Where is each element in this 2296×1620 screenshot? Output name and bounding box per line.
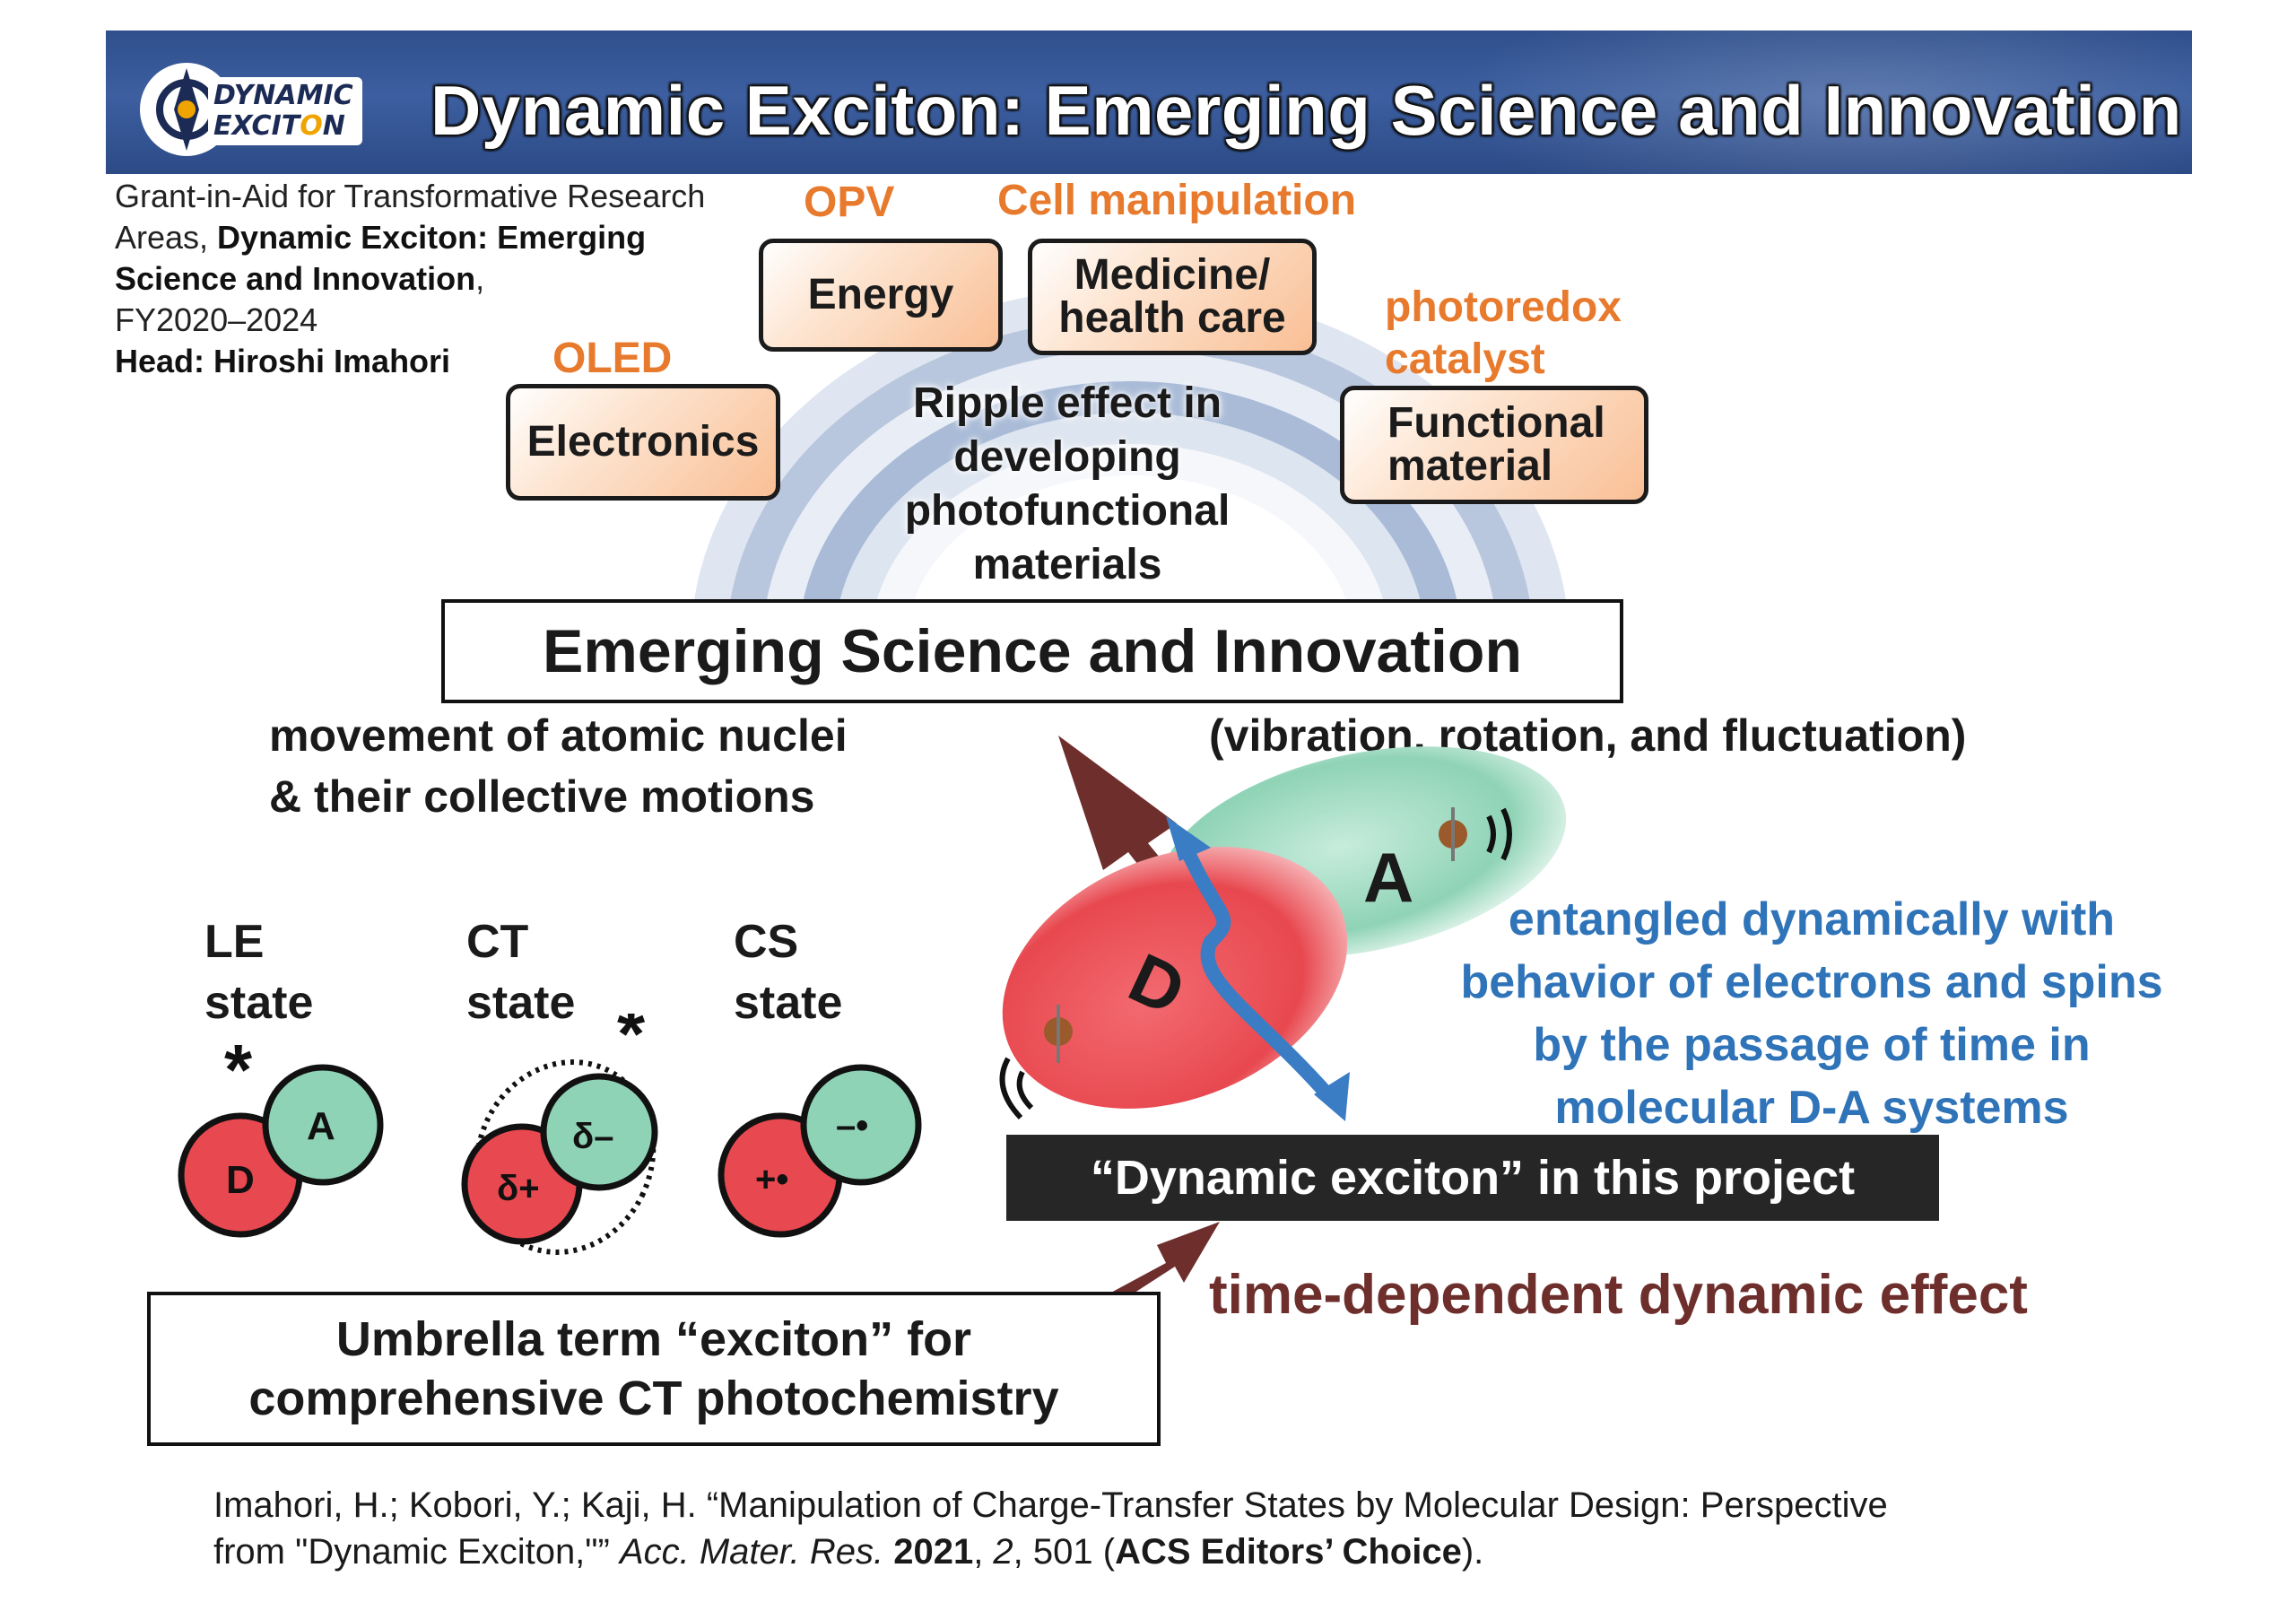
emerging-science-label: Emerging Science and Innovation bbox=[543, 617, 1522, 685]
ct-line-2: state bbox=[466, 977, 576, 1029]
entangled-line-1: entangled dynamically with bbox=[1508, 893, 2116, 945]
medicine-line-2: health care bbox=[1058, 294, 1286, 342]
logo-wordmark: DYNAMIC EXCITON bbox=[208, 77, 362, 145]
donor-lobe bbox=[1002, 847, 1348, 1109]
ct-d-label: δ+ bbox=[497, 1169, 540, 1208]
le-star-label: * bbox=[224, 1030, 253, 1110]
blue-double-arrow-icon bbox=[1177, 840, 1333, 1100]
ripple-line-2: developing bbox=[953, 433, 1181, 481]
ct-state-diagram: δ+ δ– * bbox=[461, 1014, 658, 1255]
molecule-illustration: D A bbox=[999, 736, 1567, 1121]
electronics-box: Electronics bbox=[506, 384, 780, 501]
cs-line-1: CS bbox=[734, 916, 799, 968]
movement-text: movement of atomic nuclei & their collec… bbox=[269, 705, 848, 827]
grant-line-1: Grant-in-Aid for Transformative Research bbox=[115, 178, 706, 214]
medicine-box: Medicine/ health care bbox=[1028, 239, 1317, 355]
umbrella-line-1: Umbrella term “exciton” for bbox=[335, 1312, 972, 1366]
umbrella-term-box: Umbrella term “exciton” for comprehensiv… bbox=[147, 1292, 1161, 1446]
ripple-rings bbox=[691, 287, 1570, 646]
opv-label: OPV bbox=[804, 179, 895, 226]
cs-line-2: state bbox=[734, 977, 843, 1029]
page-title: Dynamic Exciton: Emerging Science and In… bbox=[430, 71, 2182, 150]
citation: Imahori, H.; Kobori, Y.; Kaji, H. “Manip… bbox=[213, 1482, 1888, 1575]
le-line-1: LE bbox=[204, 916, 265, 968]
functional-line-1: Functional bbox=[1387, 399, 1605, 447]
entangled-line-3: by the passage of time in bbox=[1533, 1019, 2091, 1071]
energy-box: Energy bbox=[759, 239, 1003, 352]
ct-star-label: * bbox=[617, 1014, 646, 1074]
cs-state-diagram: +• –• bbox=[718, 1064, 922, 1238]
logo-line-1: DYNAMIC bbox=[213, 80, 353, 111]
molecule-a-label: A bbox=[1363, 838, 1413, 917]
functional-material-box: Functional material bbox=[1340, 386, 1648, 504]
le-a-label: A bbox=[307, 1104, 335, 1148]
ct-a-label: δ– bbox=[572, 1117, 614, 1156]
grant-line-2: Areas, Dynamic Exciton: Emerging bbox=[115, 219, 647, 256]
grant-line-4: FY2020–2024 bbox=[115, 301, 318, 338]
oled-label: OLED bbox=[552, 335, 673, 382]
movement-line-1: movement of atomic nuclei bbox=[269, 710, 848, 761]
cs-state-label: CS state bbox=[734, 911, 842, 1033]
grant-info: Grant-in-Aid for Transformative Research… bbox=[115, 176, 761, 382]
grant-head: Head: Hiroshi Imahori bbox=[115, 343, 451, 379]
entangled-text: entangled dynamically with behavior of e… bbox=[1345, 888, 2278, 1139]
dynamic-exciton-project-bar: “Dynamic exciton” in this project bbox=[1006, 1135, 1939, 1221]
entangled-line-4: molecular D-A systems bbox=[1554, 1082, 2069, 1134]
citation-line-1: Imahori, H.; Kobori, Y.; Kaji, H. “Manip… bbox=[213, 1485, 1888, 1525]
ct-state-label: CT state bbox=[466, 911, 575, 1033]
project-label: “Dynamic exciton” in this project bbox=[1090, 1151, 1856, 1205]
photoredox-label: photoredox catalyst bbox=[1385, 282, 1622, 386]
movement-line-2: & their collective motions bbox=[269, 771, 815, 822]
entangled-line-2: behavior of electrons and spins bbox=[1460, 956, 2163, 1008]
ripple-line-1: Ripple effect in bbox=[912, 379, 1222, 427]
photoredox-line-1: photoredox bbox=[1385, 283, 1622, 331]
emerging-science-box: Emerging Science and Innovation bbox=[441, 599, 1623, 703]
ripple-line-3: photofunctional bbox=[904, 487, 1231, 535]
ripple-effect-text: Ripple effect in developing photofunctio… bbox=[852, 377, 1283, 592]
ripple-line-4: materials bbox=[972, 541, 1162, 588]
cell-manipulation-label: Cell manipulation bbox=[997, 177, 1357, 224]
electronics-label: Electronics bbox=[526, 418, 760, 466]
cs-a-label: –• bbox=[836, 1106, 868, 1145]
logo-line-2: EXCITON bbox=[213, 110, 345, 142]
functional-line-2: material bbox=[1387, 442, 1553, 490]
time-dependent-effect-text: time-dependent dynamic effect bbox=[1209, 1264, 2028, 1326]
ct-line-1: CT bbox=[466, 916, 529, 968]
le-line-2: state bbox=[204, 977, 314, 1029]
photoredox-line-2: catalyst bbox=[1385, 335, 1545, 383]
medicine-line-1: Medicine/ bbox=[1074, 251, 1271, 299]
le-state-label: LE state bbox=[204, 911, 313, 1033]
umbrella-line-2: comprehensive CT photochemistry bbox=[248, 1372, 1059, 1425]
header-banner bbox=[106, 30, 2192, 174]
cs-d-label: +• bbox=[755, 1160, 788, 1199]
energy-label: Energy bbox=[807, 271, 954, 318]
vibration-text: (vibration, rotation, and fluctuation) bbox=[1209, 710, 1967, 761]
state-diagrams: D A * δ+ δ– * +• –• bbox=[178, 1014, 922, 1255]
le-state-diagram: D A * bbox=[178, 1030, 384, 1238]
citation-line-2: from "Dynamic Exciton,"” Acc. Mater. Res… bbox=[213, 1532, 1484, 1572]
le-d-label: D bbox=[226, 1158, 255, 1202]
grant-line-3: Science and Innovation, bbox=[115, 260, 485, 297]
